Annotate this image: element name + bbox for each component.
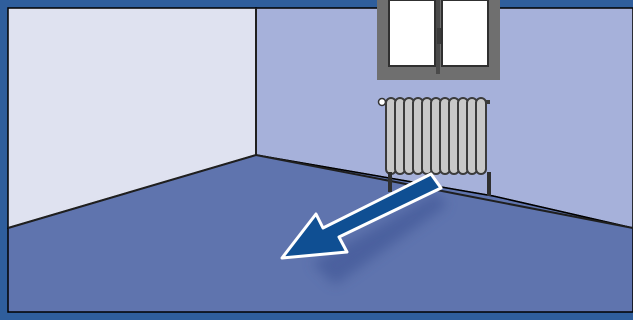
radiator-left-leg <box>388 172 392 192</box>
radiator-fins <box>386 98 486 174</box>
window-handle <box>437 28 441 44</box>
window <box>377 0 500 80</box>
radiator-right-leg <box>487 172 491 196</box>
window-pane-right <box>442 0 488 66</box>
radiator-valve <box>379 99 386 106</box>
window-pane-left <box>389 0 435 66</box>
